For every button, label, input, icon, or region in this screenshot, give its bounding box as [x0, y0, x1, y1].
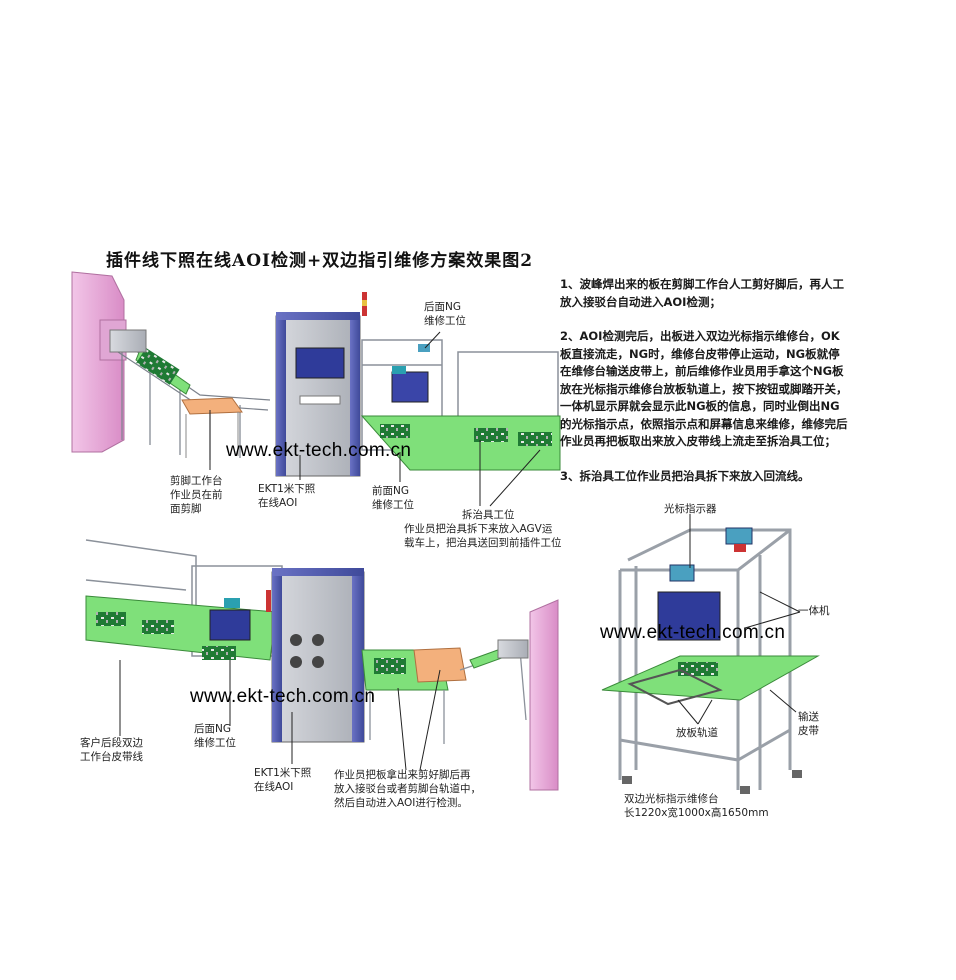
watermark-1: www.ekt-tech.com.cn [226, 440, 412, 461]
process-steps: 1、波峰焊出来的板在剪脚工作台人工剪好脚后，再人工放入接驳台自动进入AOI检测；… [560, 276, 850, 502]
dismantle-note: 作业员把治具拆下来放入AGV运 载车上，把治具送回到前插件工位 [404, 523, 562, 549]
operator-note: 作业员把板拿出来剪好脚后再 放入接驳台或者剪脚台轨道中， 然后自动进入AOI进行… [334, 769, 481, 809]
cursor-indicator-label: 光标指示器 [664, 503, 717, 515]
front-ng-label: 前面NG 维修工位 [372, 485, 414, 511]
step-3: 3、拆治具工位作业员把治具拆下来放入回流线。 [560, 468, 810, 483]
cut-station-label: 剪脚工作台 作业员在前 面剪脚 [170, 475, 223, 515]
dismantle-label: 拆治具工位 [462, 509, 515, 521]
step-1: 1、波峰焊出来的板在剪脚工作台人工剪好脚后，再人工放入接驳台自动进入AOI检测； [560, 277, 844, 309]
top-line [71, 271, 561, 477]
repair-station-detail [601, 527, 820, 794]
page-title: 插件线下照在线AOI检测+双边指引维修方案效果图2 [106, 251, 534, 271]
rear-ng-label-top: 后面NG 维修工位 [424, 301, 466, 327]
step-2: 2、AOI检测完后，出板进入双边光标指示维修台，OK板直接流走，NG时，维修台皮… [560, 329, 848, 448]
bottom-line [85, 539, 559, 791]
station-spec-label: 双边光标指示维修台 长1220x宽1000x高1650mm [624, 793, 769, 819]
ekt1-label-bottom: EKT1米下照 在线AOI [254, 767, 312, 793]
rear-ng-label-bottom: 后面NG 维修工位 [194, 723, 236, 749]
belt-label: 输送 皮带 [798, 711, 819, 737]
all-in-one-label: 一体机 [798, 605, 830, 617]
watermark-2: www.ekt-tech.com.cn [600, 622, 786, 643]
ekt1-label-top: EKT1米下照 在线AOI [258, 483, 316, 509]
watermark-3: www.ekt-tech.com.cn [190, 686, 376, 707]
rail-label: 放板轨道 [676, 727, 718, 739]
leader-lines [119, 331, 801, 771]
customer-belt-label: 客户后段双边 工作台皮带线 [80, 737, 143, 763]
